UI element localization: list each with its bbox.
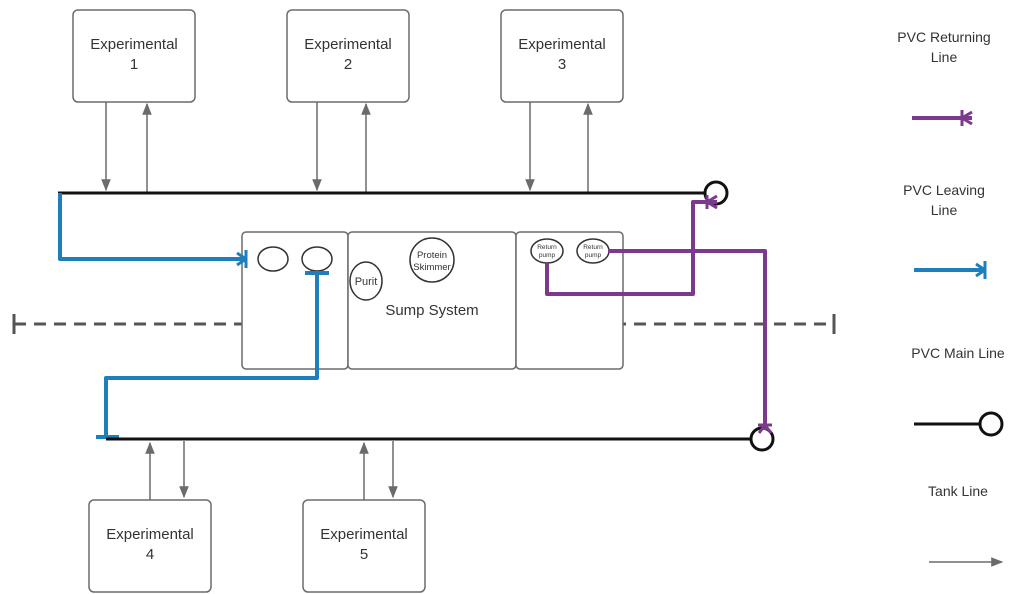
legend-returning-title-1: PVC Returning bbox=[897, 29, 990, 45]
returning-line-bottom bbox=[608, 249, 773, 434]
return-pump-1-label-2: pump bbox=[539, 252, 556, 259]
returning-line-top bbox=[545, 194, 718, 296]
return-pump-1-label-1: Return bbox=[537, 244, 557, 251]
legend-leaving-title-1: PVC Leaving bbox=[903, 182, 985, 198]
leaving-line-top bbox=[58, 193, 248, 268]
main-line-bottom bbox=[106, 426, 775, 452]
legend-tank-title: Tank Line bbox=[928, 483, 988, 499]
legend-main-symbol bbox=[914, 411, 1004, 437]
sump-label: Sump System bbox=[385, 302, 478, 319]
tank-experimental-4[interactable]: Experimental 4 bbox=[88, 499, 212, 593]
purit-label: Purit bbox=[355, 276, 378, 288]
protein-skimmer bbox=[409, 237, 455, 283]
sump-chamber-left bbox=[241, 231, 349, 370]
tank-label: Experimental bbox=[90, 36, 178, 53]
main-line-top bbox=[58, 180, 729, 206]
tank-label: Experimental bbox=[518, 36, 606, 53]
legend-returning-symbol bbox=[912, 110, 973, 126]
sump-chamber-right bbox=[515, 231, 624, 370]
bottom-tank-lines bbox=[145, 441, 398, 500]
tank-number: 3 bbox=[558, 56, 566, 73]
return-pump-2-label-1: Return bbox=[583, 244, 603, 251]
sump-system: Purit Protein Skimmer Sump System Return… bbox=[241, 231, 624, 370]
return-pump-1 bbox=[530, 238, 564, 264]
skimmer-label-2: Skimmer bbox=[413, 262, 450, 273]
leaving-line-bottom bbox=[96, 271, 329, 439]
skimmer-label-1: Protein bbox=[417, 250, 447, 261]
tank-number: 1 bbox=[130, 56, 138, 73]
legend-leaving-symbol bbox=[914, 261, 987, 279]
top-tank-lines bbox=[101, 102, 593, 192]
tank-label: Experimental bbox=[304, 36, 392, 53]
purit-unit bbox=[349, 261, 383, 301]
tank-experimental-1[interactable]: Experimental 1 bbox=[72, 9, 196, 103]
leaving-outlet-2 bbox=[301, 246, 333, 272]
tank-label: Experimental bbox=[106, 526, 194, 543]
legend-leaving-title-2: Line bbox=[931, 202, 958, 218]
tank-number: 4 bbox=[146, 546, 154, 563]
leaving-outlet-1 bbox=[257, 246, 289, 272]
legend-returning-title-2: Line bbox=[931, 49, 958, 65]
tank-experimental-2[interactable]: Experimental 2 bbox=[286, 9, 410, 103]
tank-experimental-5[interactable]: Experimental 5 bbox=[302, 499, 426, 593]
tank-experimental-3[interactable]: Experimental 3 bbox=[500, 9, 624, 103]
return-pump-2-label-2: pump bbox=[585, 252, 602, 259]
legend-main-title: PVC Main Line bbox=[911, 345, 1005, 361]
tank-number: 2 bbox=[344, 56, 352, 73]
return-pump-2 bbox=[576, 238, 610, 264]
tank-label: Experimental bbox=[320, 526, 408, 543]
tank-number: 5 bbox=[360, 546, 368, 563]
legend: PVC Returning Line PVC Leaving Line PVC … bbox=[897, 29, 1005, 567]
